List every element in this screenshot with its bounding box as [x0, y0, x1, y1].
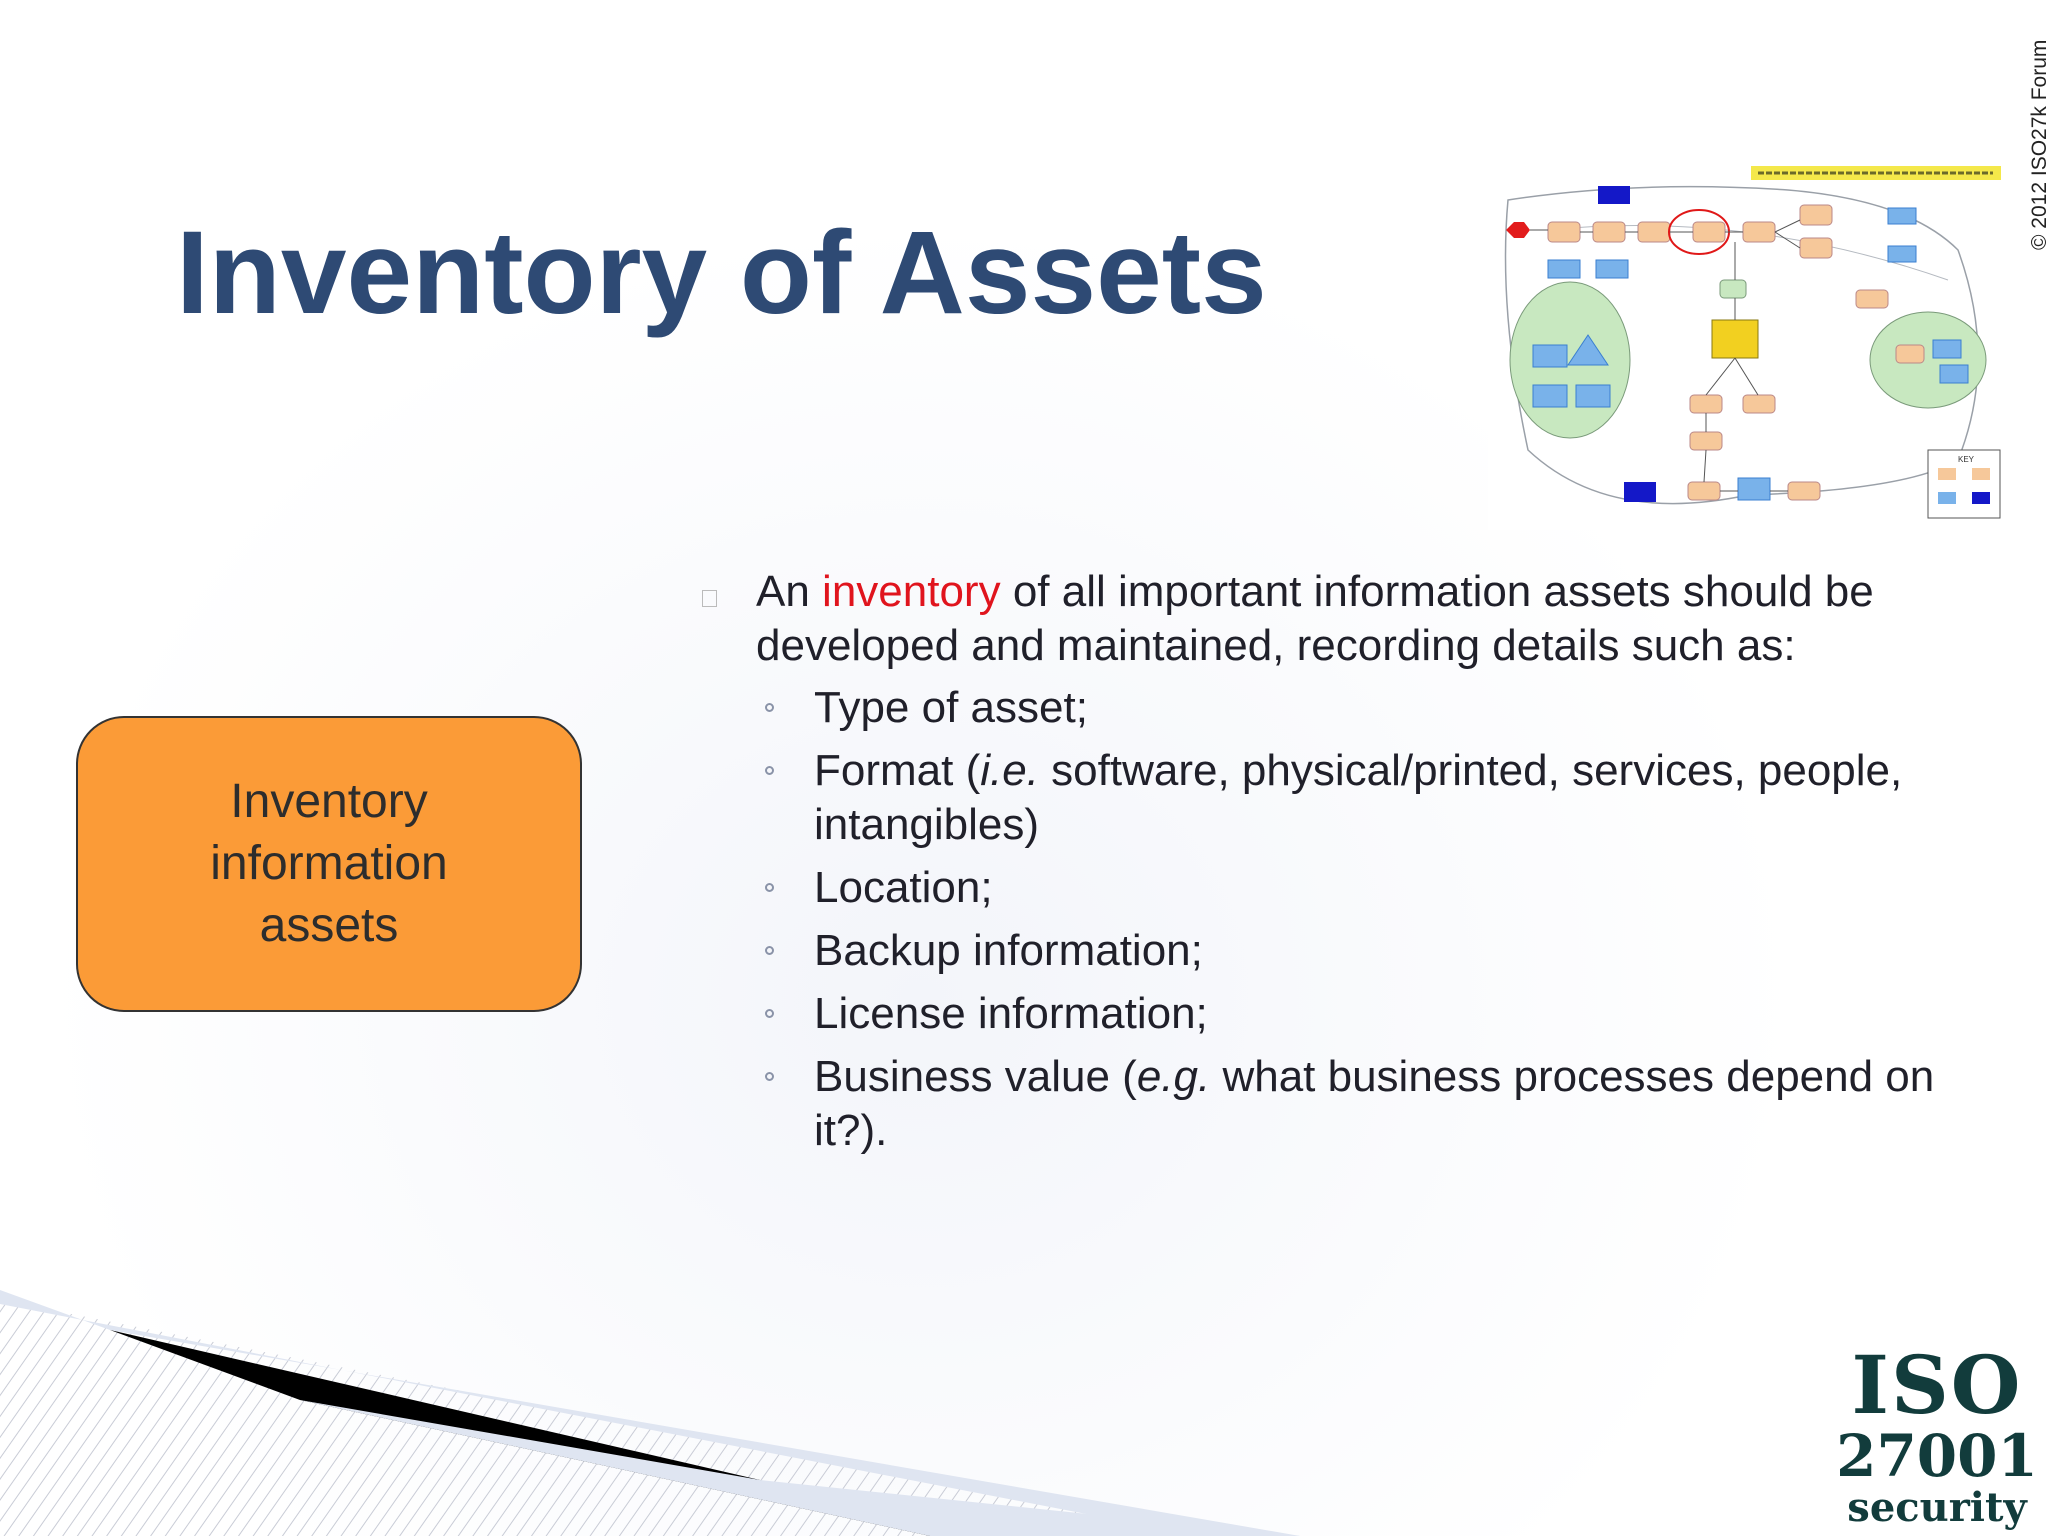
- isms-core-node: [1711, 319, 1759, 359]
- list-item: Format (i.e. software, physical/printed,…: [700, 744, 2000, 852]
- start-node: [1506, 222, 1530, 238]
- iso27001-logo: ISO 27001 security: [1832, 1345, 2042, 1529]
- ring-bullet-icon: [765, 883, 774, 892]
- asset-details-list: Type of asset; Format (i.e. software, ph…: [700, 681, 2000, 1158]
- slide-content: An inventory of all important informatio…: [700, 565, 2000, 1167]
- intro-prefix: An: [756, 567, 823, 616]
- document-node: [1598, 186, 1630, 204]
- ring-bullet-icon: [765, 703, 774, 712]
- intro-suffix: of all important information assets shou…: [756, 567, 1874, 670]
- list-item-text: License information;: [814, 989, 1208, 1038]
- logo-line-security: security: [1847, 1484, 2027, 1531]
- list-item: Location;: [700, 861, 2000, 915]
- decorative-swoosh: [0, 1290, 1300, 1536]
- diagram-key: [1927, 449, 2001, 519]
- list-item: Type of asset;: [700, 681, 2000, 735]
- ring-bullet-icon: [765, 1072, 774, 1081]
- list-item: License information;: [700, 987, 2000, 1041]
- list-item-emphasis: e.g.: [1136, 1052, 1211, 1101]
- ring-bullet-icon: [765, 1009, 774, 1018]
- list-item-text: Type of asset;: [814, 683, 1088, 732]
- green-cluster-right: [1869, 311, 1987, 409]
- list-item-text: Backup information;: [814, 926, 1203, 975]
- list-item-text: Location;: [814, 863, 993, 912]
- list-item-text: Business value (: [814, 1052, 1137, 1101]
- ring-bullet-icon: [765, 946, 774, 955]
- logo-line-iso: ISO: [1851, 1338, 2023, 1432]
- list-item: Business value (e.g. what business proce…: [700, 1050, 2000, 1158]
- list-item-text: what business processes depend on it?).: [814, 1052, 1935, 1155]
- list-item: Backup information;: [700, 924, 2000, 978]
- callout-text: Inventory information assets: [210, 775, 448, 952]
- bullet-box-icon: [702, 590, 717, 607]
- list-item-text: Format (: [814, 746, 981, 795]
- ring-bullet-icon: [765, 766, 774, 775]
- copyright-notice: © 2012 ISO27k Forum: [2028, 39, 2048, 250]
- inventory-callout-box: Inventory information assets: [76, 716, 582, 1012]
- logo-line-27001: 27001: [1836, 1422, 2038, 1490]
- green-cluster-left: [1509, 281, 1631, 439]
- diagram-key-label: KEY: [1958, 455, 1975, 464]
- list-item-emphasis: i.e.: [980, 746, 1039, 795]
- intro-highlight: inventory: [822, 567, 1001, 616]
- intro-bullet: An inventory of all important informatio…: [700, 565, 2000, 673]
- isms-process-diagram: KEY: [1488, 160, 2008, 530]
- list-item-text: software, physical/printed, services, pe…: [814, 746, 1903, 849]
- page-title: Inventory of Assets: [176, 207, 1267, 339]
